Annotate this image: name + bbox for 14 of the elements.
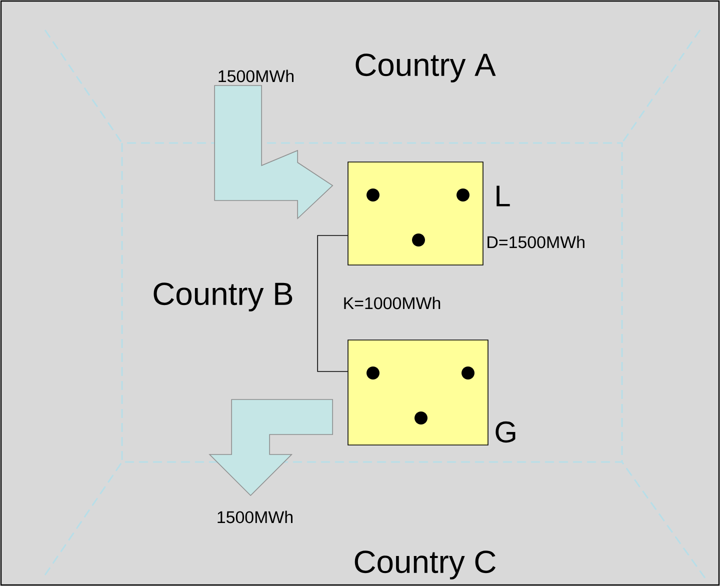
- region-label: Country C: [354, 550, 496, 580]
- box-label: L: [496, 186, 510, 206]
- box-label: D=1500MWh: [488, 236, 584, 248]
- region-label: Country A: [356, 54, 496, 82]
- connector-line: [317, 235, 348, 372]
- edge-label: K=1000MWh: [344, 296, 440, 310]
- edge-label: 1500MWh: [218, 510, 292, 524]
- region-label: Country B: [154, 282, 292, 312]
- block-arrow: [214, 85, 334, 220]
- box-label: G: [496, 421, 516, 443]
- edge-label: 1500MWh: [218, 70, 294, 82]
- dotted-box: [348, 162, 484, 266]
- block-arrow: [208, 399, 333, 496]
- dotted-box: [348, 340, 488, 446]
